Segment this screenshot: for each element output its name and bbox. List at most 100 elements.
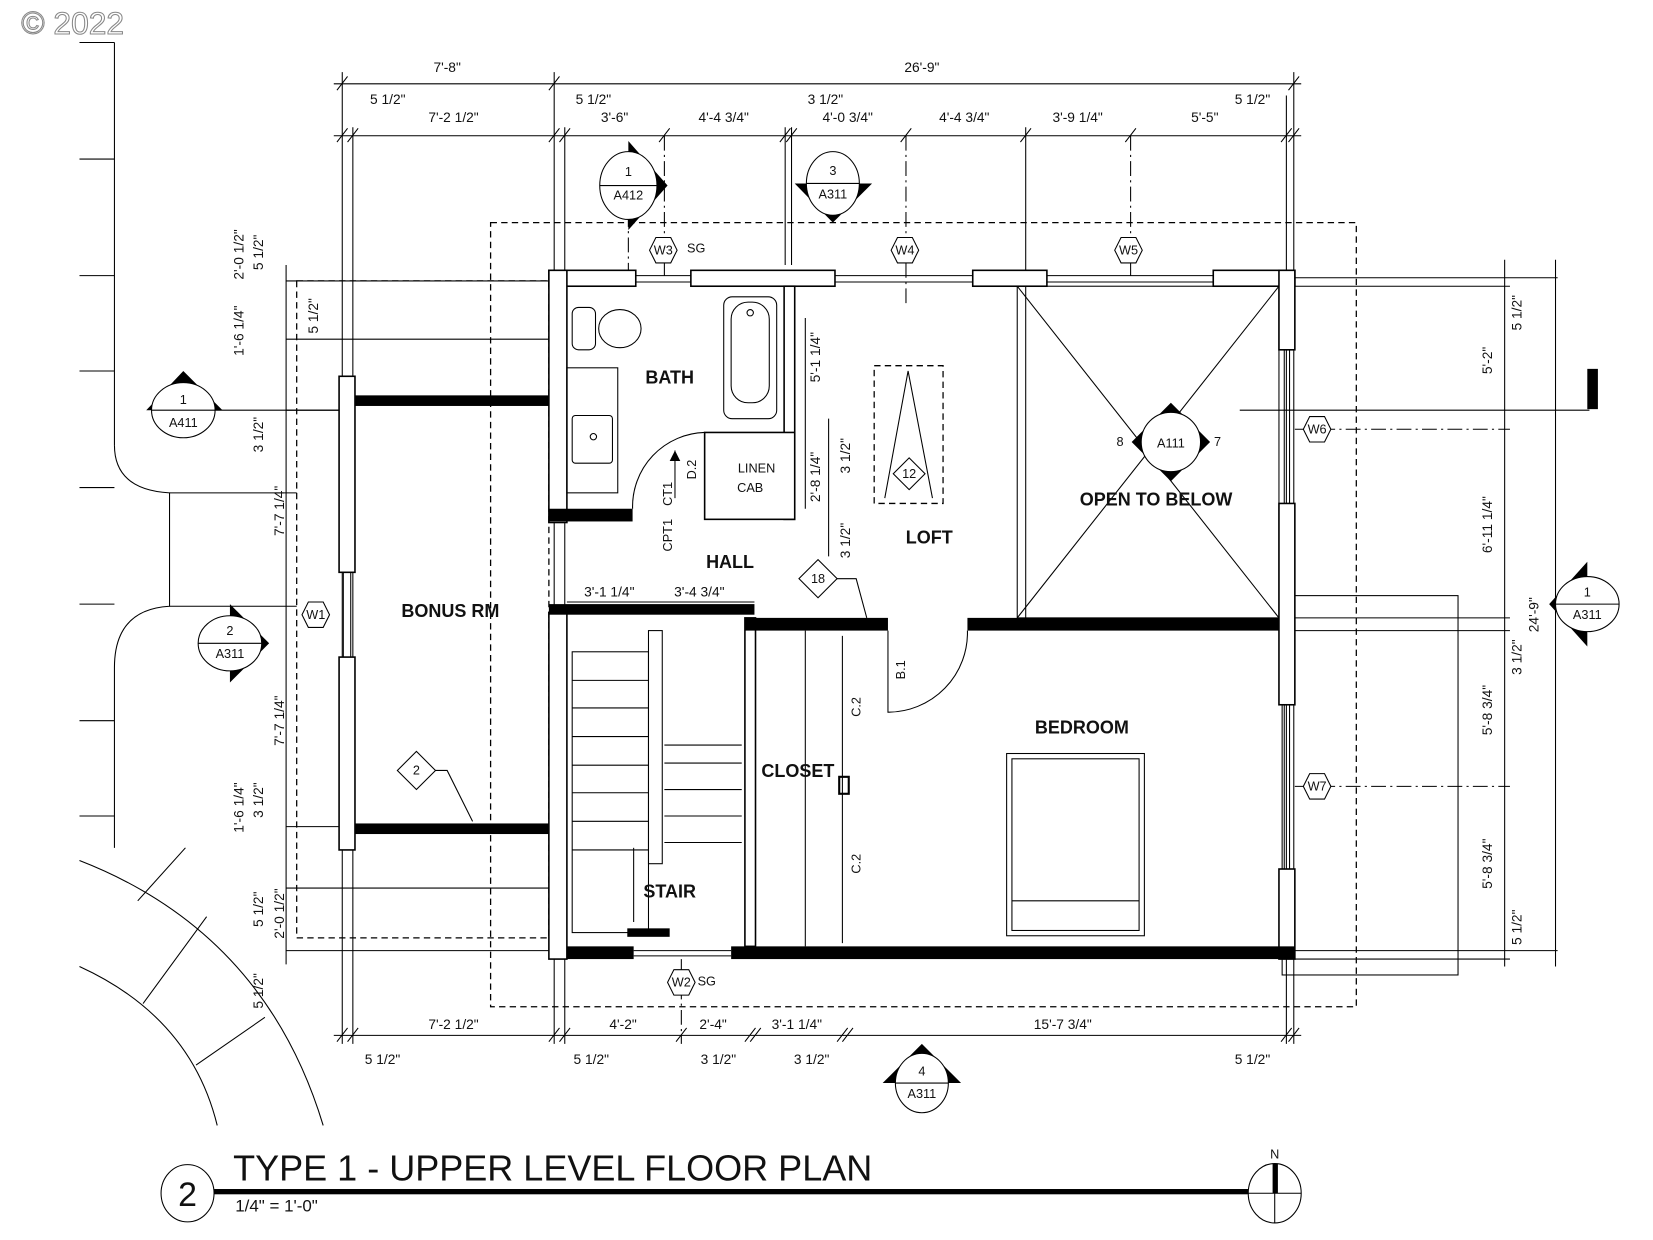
window-note-sg: SG xyxy=(698,974,716,989)
dim-top-segment: 3'-6" xyxy=(601,110,629,125)
dim-right: 5'-8 3/4" xyxy=(1480,838,1495,888)
dim-left: 1'-6 1/4" xyxy=(232,305,247,355)
dim-interior: 3 1/2" xyxy=(838,523,853,559)
drawing-scale: 1/4" = 1'-0" xyxy=(235,1196,318,1215)
section-marker-4-a311[interactable]: 4 A311 xyxy=(882,1043,962,1114)
svg-text:W3: W3 xyxy=(654,242,673,257)
dim-top-segment: 4'-4 3/4" xyxy=(939,110,989,125)
window-tag-w5[interactable]: W5 xyxy=(1114,236,1143,264)
dim-left: 3 1/2" xyxy=(251,782,266,818)
svg-text:2: 2 xyxy=(226,623,233,638)
dim-left: 2'-0 1/2" xyxy=(232,229,247,279)
svg-text:W2: W2 xyxy=(672,975,691,990)
finish-tag: B.1 xyxy=(893,660,908,679)
room-label-linen: LINEN xyxy=(738,461,775,476)
drawing-title-text: TYPE 1 - UPPER LEVEL FLOOR PLAN xyxy=(233,1148,872,1189)
room-label-bath: BATH xyxy=(645,368,694,388)
drawing-number: 2 xyxy=(178,1176,197,1214)
dim-bottom-segment: 4'-2" xyxy=(609,1017,637,1032)
dim-top-small: 5 1/2" xyxy=(576,92,612,107)
section-marker-1-a412[interactable]: 1 A412 xyxy=(599,141,668,231)
dim-top-overall: 7'-8" xyxy=(433,60,461,75)
dimension-lines xyxy=(333,76,1302,1043)
room-label-loft: LOFT xyxy=(906,528,953,548)
stair-treads xyxy=(571,630,742,934)
dim-interior: 3'-4 3/4" xyxy=(674,585,724,600)
section-marker-1-a311-right[interactable]: 1 A311 xyxy=(1549,561,1620,647)
svg-text:1: 1 xyxy=(1584,585,1591,600)
section-marker-3-a311[interactable]: 3 A311 xyxy=(794,151,873,223)
copyright-watermark: © 2022 xyxy=(21,5,124,41)
dim-bottom-small: 5 1/2" xyxy=(365,1052,401,1067)
dim-bottom-small: 3 1/2" xyxy=(701,1052,737,1067)
dim-bottom-segment: 3'-1 1/4" xyxy=(772,1017,822,1032)
dim-bottom-small: 3 1/2" xyxy=(794,1052,830,1067)
window-tag-w3[interactable]: W3 xyxy=(648,236,678,264)
svg-text:3: 3 xyxy=(829,163,836,178)
finish-tag: C.2 xyxy=(848,854,863,874)
window-tag-w6[interactable]: W6 xyxy=(1302,416,1332,443)
svg-text:A311: A311 xyxy=(907,1086,936,1101)
dim-left: 3 1/2" xyxy=(251,417,266,453)
skylight-outline xyxy=(873,365,944,505)
north-arrow-icon: N xyxy=(1247,1146,1302,1224)
room-label-closet: CLOSET xyxy=(761,761,834,781)
dim-interior: 3 1/2" xyxy=(838,438,853,474)
finish-tag: C.2 xyxy=(848,697,863,717)
svg-text:18: 18 xyxy=(811,571,825,586)
dim-bottom-segment: 15'-7 3/4" xyxy=(1034,1017,1092,1032)
dim-bottom-small: 5 1/2" xyxy=(574,1052,610,1067)
interior-elevation-marker-a111[interactable]: A111 8 7 xyxy=(1116,402,1221,482)
dim-interior: 3'-1 1/4" xyxy=(584,585,634,600)
window-tag-w2[interactable]: W2 xyxy=(666,969,696,996)
site-lines xyxy=(79,41,324,1126)
dim-right-overall: 24'-9" xyxy=(1527,597,1542,632)
dim-bottom-segment: 7'-2 1/2" xyxy=(428,1017,478,1032)
finish-tag: D.2 xyxy=(684,460,699,480)
room-label-open-to-below: OPEN TO BELOW xyxy=(1080,490,1233,510)
window-tag-w7[interactable]: W7 xyxy=(1302,773,1332,800)
drawing-title: 2 TYPE 1 - UPPER LEVEL FLOOR PLAN 1/4" =… xyxy=(160,1148,1251,1223)
dim-right: 6'-11 1/4" xyxy=(1480,496,1495,553)
keynote-2[interactable]: 2 xyxy=(396,750,474,822)
finish-tag: CPT1 xyxy=(660,519,675,551)
dim-left: 5 1/2" xyxy=(251,234,266,270)
dim-bottom-segment: 2'-4" xyxy=(699,1017,727,1032)
bath-fixtures xyxy=(566,296,778,509)
keynote-12[interactable]: 12 xyxy=(892,457,926,491)
dim-interior: 5'-1 1/4" xyxy=(808,332,823,382)
dim-top-segment: 5'-5" xyxy=(1191,110,1219,125)
svg-text:2: 2 xyxy=(413,763,420,778)
keynote-18[interactable]: 18 xyxy=(798,558,868,619)
svg-text:12: 12 xyxy=(902,466,916,481)
svg-text:A412: A412 xyxy=(614,187,644,202)
walls xyxy=(338,269,1296,960)
room-label-stair: STAIR xyxy=(643,882,696,902)
dim-top-overall: 26'-9" xyxy=(904,60,939,75)
window-tag-w4[interactable]: W4 xyxy=(890,236,920,264)
dim-top-segment: 4'-0 3/4" xyxy=(823,110,873,125)
room-label-cab: CAB xyxy=(737,480,763,495)
roof-outline xyxy=(489,222,1357,1008)
svg-text:4: 4 xyxy=(918,1064,925,1079)
closet-doors xyxy=(804,630,968,947)
svg-text:A311: A311 xyxy=(216,646,245,661)
window-note-sg: SG xyxy=(687,240,705,255)
dim-top-small: 5 1/2" xyxy=(370,92,406,107)
dim-left: 7'-7 1/4" xyxy=(272,695,287,745)
dim-left: 5 1/2" xyxy=(251,973,266,1009)
svg-text:7: 7 xyxy=(1214,434,1221,449)
svg-text:W7: W7 xyxy=(1308,779,1327,794)
dim-right: 5'-8 3/4" xyxy=(1480,685,1495,735)
svg-text:W4: W4 xyxy=(895,242,914,257)
svg-text:W1: W1 xyxy=(306,607,325,622)
dim-left: 1'-6 1/4" xyxy=(232,782,247,832)
room-label-bedroom: BEDROOM xyxy=(1035,717,1129,737)
window-tag-w1[interactable]: W1 xyxy=(301,601,331,628)
dim-bottom-small: 5 1/2" xyxy=(1235,1052,1271,1067)
section-marker-2-a311[interactable]: 2 A311 xyxy=(197,604,270,683)
section-marker-1-a411[interactable]: 1 A411 xyxy=(146,370,223,439)
room-label-hall: HALL xyxy=(706,552,754,572)
svg-text:A411: A411 xyxy=(169,415,198,430)
north-label: N xyxy=(1270,1146,1279,1161)
